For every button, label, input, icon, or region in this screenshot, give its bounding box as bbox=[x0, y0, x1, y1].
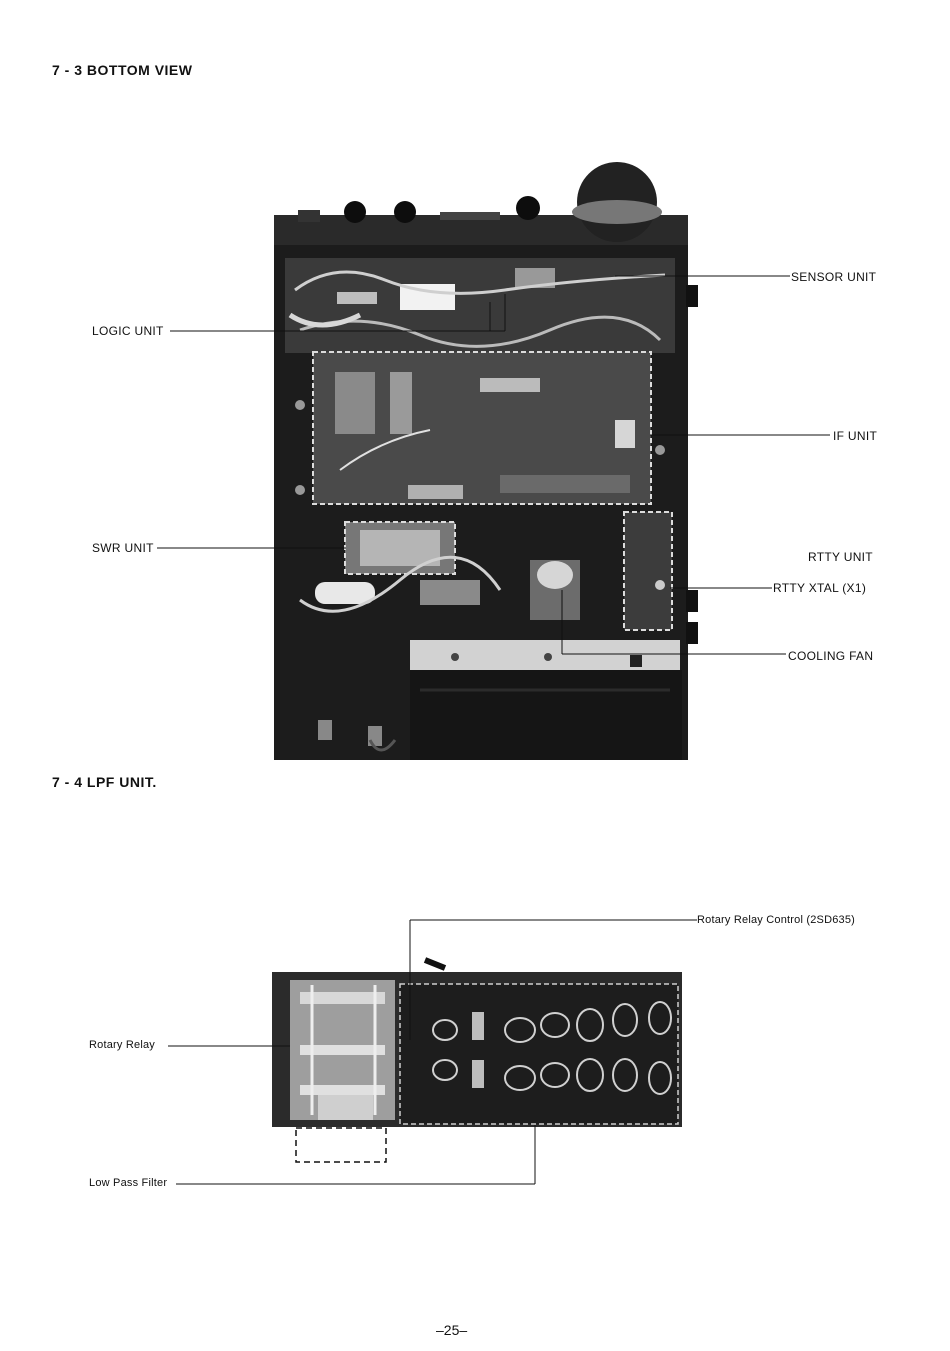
label-rotary-relay: Rotary Relay bbox=[89, 1039, 155, 1051]
label-rotary-relay-control: Rotary Relay Control (2SD635) bbox=[697, 914, 855, 926]
page-number: –25– bbox=[436, 1322, 467, 1338]
label-low-pass-filter: Low Pass Filter bbox=[89, 1177, 167, 1189]
